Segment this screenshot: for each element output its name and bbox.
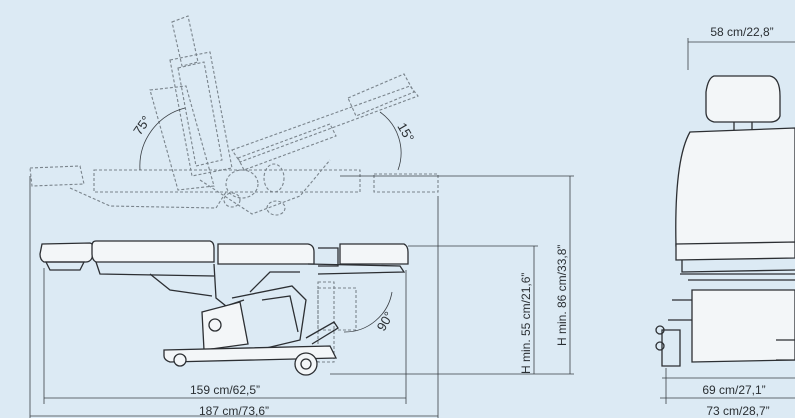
reclined-outline-dashed	[29, 15, 439, 363]
backrest-angle-label: 75°	[130, 113, 154, 138]
width-outer-label: 73 cm/28,7”	[706, 404, 769, 418]
width-top-label: 58 cm/22,8”	[710, 25, 773, 39]
height-min-total-label: H min. 86 cm/33,8”	[555, 245, 569, 346]
front-view: 58 cm/22,8” 69 cm/27,1” 73 cm/28,7”	[655, 25, 795, 418]
angle-arcs	[139, 107, 402, 333]
chair-solid	[39, 240, 409, 376]
legrest-up-angle-label: 15°	[394, 120, 417, 145]
side-view: 159 cm/62,5” 187 cm/73,6” H min. 55 cm/2…	[29, 15, 574, 418]
height-min-seat-label: H min. 55 cm/21,6”	[519, 273, 533, 374]
legrest-down-angle-label: 90°	[374, 309, 397, 334]
side-dimension-lines	[29, 175, 574, 418]
length-min-label: 159 cm/62,5”	[190, 383, 260, 397]
width-inner-label: 69 cm/27,1”	[702, 383, 765, 397]
length-max-label: 187 cm/73,6”	[199, 404, 269, 418]
